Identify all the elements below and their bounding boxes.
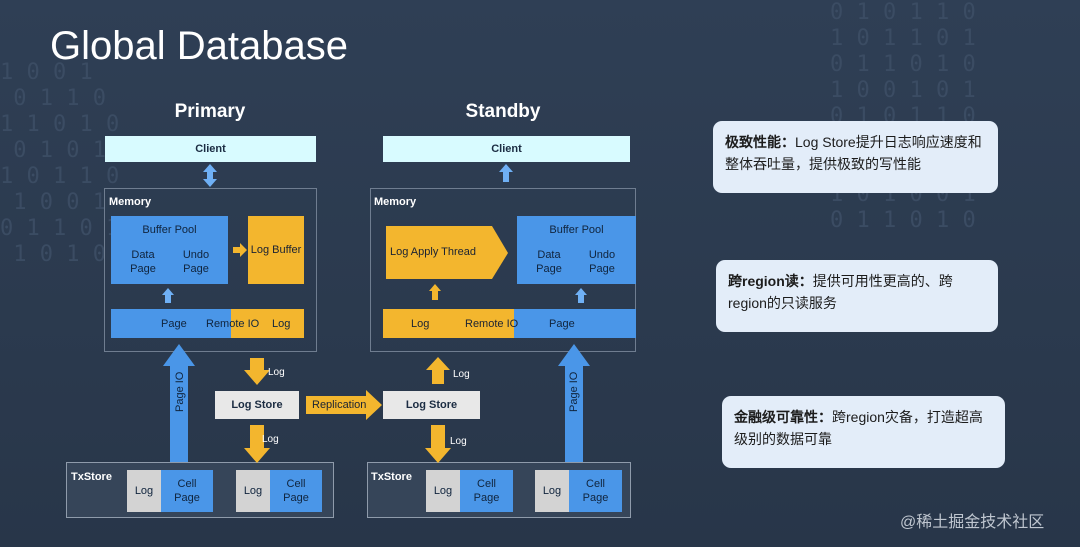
standby-tx-log-2: Log <box>535 470 569 512</box>
standby-txstore-label: TxStore <box>371 471 412 483</box>
primary-client: Client <box>105 136 316 162</box>
primary-bar-remote-io-label: Remote IO <box>206 318 260 330</box>
logstore-to-txstore-arrow <box>244 425 270 463</box>
standby-log-down-label: Log <box>450 436 467 447</box>
standby-client-arrow <box>499 164 513 182</box>
standby-bar-up-arrow-left <box>429 284 441 300</box>
standby-tx-cell-page-1: Cell Page <box>460 470 513 512</box>
callout-reliability: 金融级可靠性：跨region灾备，打造超高级别的数据可靠 <box>722 396 1005 468</box>
standby-bar-up-arrow-right <box>575 288 587 303</box>
callout-cross-region-read-title: 跨region读： <box>728 273 813 289</box>
log-store-left: Log Store <box>215 391 299 419</box>
standby-bar-remote-io-label: Remote IO <box>465 318 519 330</box>
standby-undo-page: Undo Page <box>588 249 616 275</box>
standby-memory-label: Memory <box>374 196 417 208</box>
primary-heading: Primary <box>174 101 246 122</box>
primary-log-bar <box>231 309 304 338</box>
callout-performance-title: 极致性能： <box>725 134 795 150</box>
primary-page-io-label: Page IO <box>174 371 186 412</box>
primary-bar-log-label: Log <box>272 318 291 330</box>
standby-heading: Standby <box>465 101 541 122</box>
callout-cross-region-read-text: 提供可用性更高的、跨region的只读服务 <box>728 273 953 311</box>
primary-tx-log-1: Log <box>127 470 161 512</box>
primary-buffer-pool-label: Buffer Pool <box>142 224 197 236</box>
binary-texture-left: 1 0 0 1 0 1 1 0 1 1 0 1 0 0 1 0 1 1 0 1 … <box>0 60 120 267</box>
standby-tx-log-1: Log <box>426 470 460 512</box>
primary-log-down-label: Log <box>262 434 279 445</box>
standby-page-bar <box>514 309 636 338</box>
primary-undo-page: Undo Page <box>182 249 210 275</box>
primary-to-logbuffer-arrow <box>233 243 247 257</box>
primary-bar-page-label: Page <box>161 318 187 330</box>
primary-log-buffer: Log Buffer <box>248 216 304 284</box>
callout-reliability-text: 跨region灾备，打造超高级别的数据可靠 <box>734 409 983 447</box>
primary-bar-up-arrow <box>162 288 174 303</box>
standby-log-up-arrow <box>426 357 450 384</box>
primary-data-page: Data Page <box>130 249 156 275</box>
standby-bar-log-label: Log <box>411 318 430 330</box>
standby-client: Client <box>383 136 630 162</box>
log-apply-thread-shape <box>386 226 508 279</box>
watermark: @稀土掘金技术社区 <box>900 514 1045 531</box>
primary-memory-box <box>104 188 317 352</box>
primary-tx-cell-page-1: Cell Page <box>161 470 213 512</box>
callout-performance: 极致性能：Log Store提升日志响应速度和整体吞吐量，提供极致的写性能 <box>713 121 998 193</box>
standby-buffer-pool-label: Buffer Pool <box>549 224 604 236</box>
standby-page-io-arrow <box>558 344 590 462</box>
primary-log-out-label: Log <box>268 367 285 378</box>
standby-buffer-pool: Buffer Pool Data Page Undo Page <box>517 216 636 284</box>
standby-log-down-arrow <box>425 425 451 463</box>
page-title: Global Database <box>50 24 348 68</box>
primary-page-io-arrow <box>163 344 195 462</box>
primary-page-bar <box>111 309 231 338</box>
log-apply-thread-label: Log Apply Thread <box>390 246 477 258</box>
standby-bar-page-label: Page <box>549 318 575 330</box>
primary-buffer-pool: Buffer Pool Data Page Undo Page <box>111 216 228 284</box>
standby-log-bar <box>383 309 514 338</box>
callout-cross-region-read: 跨region读：提供可用性更高的、跨region的只读服务 <box>716 260 998 332</box>
replication-arrow <box>306 390 382 420</box>
primary-txstore-label: TxStore <box>71 471 112 483</box>
log-store-right: Log Store <box>383 391 480 419</box>
callout-reliability-title: 金融级可靠性： <box>734 409 832 425</box>
standby-data-page: Data Page <box>536 249 562 275</box>
replication-label: Replication <box>312 399 367 411</box>
primary-tx-log-2: Log <box>236 470 270 512</box>
callout-performance-text: Log Store提升日志响应速度和整体吞吐量，提供极致的写性能 <box>725 134 982 172</box>
primary-log-down-arrow <box>244 358 270 385</box>
primary-tx-cell-page-2: Cell Page <box>270 470 322 512</box>
standby-page-io-label: Page IO <box>568 371 580 412</box>
primary-memory-label: Memory <box>109 196 152 208</box>
standby-log-up-label: Log <box>453 369 470 380</box>
standby-tx-cell-page-2: Cell Page <box>569 470 622 512</box>
primary-client-arrow <box>203 164 217 187</box>
